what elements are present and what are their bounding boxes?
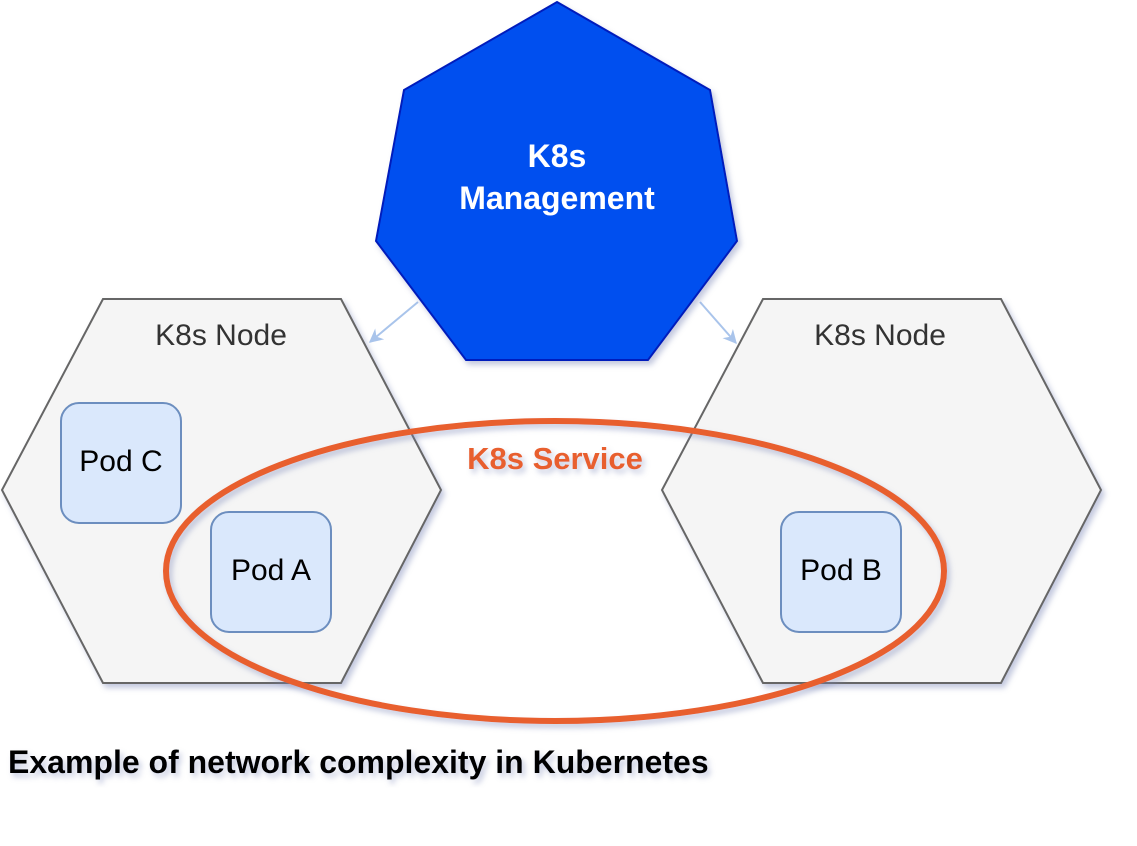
pod-b[interactable]: Pod B — [780, 511, 902, 633]
management-heptagon — [374, 0, 739, 361]
service-ellipse — [163, 418, 947, 724]
pod-c[interactable]: Pod C — [60, 402, 182, 524]
node-right-label: K8s Node — [814, 319, 946, 352]
management-label-line2: Management — [459, 180, 655, 216]
pod-c-label: Pod C — [79, 445, 162, 478]
pod-b-box — [780, 511, 902, 633]
service-label: K8s Service — [467, 441, 643, 476]
node-left-label: K8s Node — [155, 319, 287, 352]
diagram-caption: Example of network complexity in Kuberne… — [8, 744, 709, 780]
pod-a[interactable]: Pod A — [210, 511, 332, 633]
k8s-service[interactable]: K8s Service — [163, 418, 947, 724]
pod-a-box — [210, 511, 332, 633]
pod-b-label: Pod B — [800, 554, 882, 587]
management-label-line1: K8s — [528, 138, 587, 174]
pod-a-label: Pod A — [231, 554, 311, 587]
k8s-management[interactable]: K8s Management — [374, 0, 739, 361]
edge-management-to-node-right — [699, 301, 737, 345]
pod-c-box — [60, 402, 182, 524]
edge-management-to-node-left — [368, 301, 419, 343]
